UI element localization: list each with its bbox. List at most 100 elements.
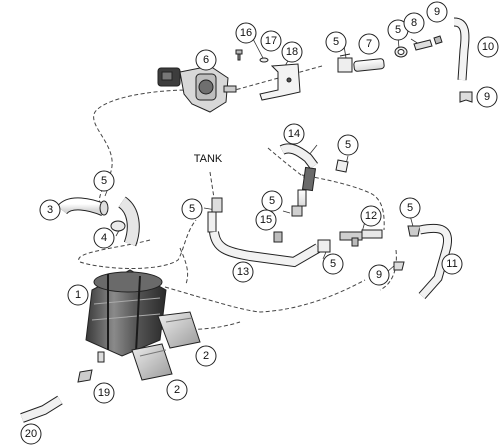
washer-17 xyxy=(259,57,269,63)
callout-number: 6 xyxy=(203,54,209,66)
callout-number: 15 xyxy=(260,214,272,226)
callout-number: 8 xyxy=(411,17,417,29)
canister-to-right-line xyxy=(164,279,366,313)
callout-number: 3 xyxy=(47,204,53,216)
callout-circle xyxy=(360,205,382,227)
callout-number: 19 xyxy=(98,387,110,399)
hose-14 xyxy=(279,143,318,169)
t-piece-12 xyxy=(339,229,383,247)
callout-circle xyxy=(477,36,499,58)
callout-number: 5 xyxy=(345,139,351,151)
callout-2-c2b: 2 xyxy=(166,379,188,401)
callout-number: 5 xyxy=(407,202,413,214)
callout-circle xyxy=(441,253,463,275)
callout-number: 12 xyxy=(365,210,377,222)
callout-15-c15: 15 xyxy=(255,209,277,231)
leader-17 xyxy=(251,36,264,59)
callout-10-c10: 10 xyxy=(477,36,499,58)
callout-9-c9b: 9 xyxy=(476,86,498,108)
hose-10 xyxy=(453,17,470,81)
valve-connector-socket xyxy=(161,71,173,81)
bracket-18 xyxy=(259,63,301,101)
clamp-5c xyxy=(335,159,349,173)
callout-5-c5d: 5 xyxy=(93,170,115,192)
clamp-5h xyxy=(317,239,331,253)
callout-5-c5f: 5 xyxy=(261,190,283,212)
callout-number: 5 xyxy=(189,203,195,215)
callout-number: 2 xyxy=(203,350,209,362)
callout-circle xyxy=(337,134,359,156)
callout-number: 5 xyxy=(269,195,275,207)
callout-19-c19: 19 xyxy=(93,382,115,404)
hose-7 xyxy=(353,58,385,72)
callout-11-c11: 11 xyxy=(441,253,463,275)
callout-12-c12: 12 xyxy=(360,205,382,227)
callout-18-c18: 18 xyxy=(281,41,303,63)
callout-5-c5h: 5 xyxy=(322,253,344,275)
callout-number: 17 xyxy=(265,35,277,47)
callout-number: 7 xyxy=(366,38,372,50)
callout-5-c5c: 5 xyxy=(337,134,359,156)
clamp-5b xyxy=(394,46,408,58)
callout-circle xyxy=(93,382,115,404)
valve-to-tube-line xyxy=(234,65,323,91)
canister-1 xyxy=(85,269,167,357)
hose-20 xyxy=(20,395,63,423)
clip-9a xyxy=(433,35,443,45)
callout-number: 5 xyxy=(330,258,336,270)
callout-9-c9c: 9 xyxy=(368,264,390,286)
callout-circle xyxy=(195,49,217,71)
callout-circle xyxy=(325,31,347,53)
hose-13 xyxy=(209,231,321,268)
callout-circle xyxy=(67,284,89,306)
hose-3-vertical xyxy=(117,196,140,247)
callout-number: 13 xyxy=(237,266,249,278)
callout-circle xyxy=(255,209,277,231)
clip-9c xyxy=(393,261,405,271)
callout-number: 5 xyxy=(333,36,339,48)
callout-16-c16: 16 xyxy=(235,22,257,44)
left-loop-line xyxy=(78,219,197,269)
callout-circle xyxy=(399,197,421,219)
callout-circle xyxy=(166,379,188,401)
callout-circle xyxy=(426,1,448,23)
clamp-5a xyxy=(337,53,353,73)
canister-top-line xyxy=(179,247,189,285)
callout-circle xyxy=(235,22,257,44)
valve-15-assembly xyxy=(273,166,317,243)
callout-5-c5e: 5 xyxy=(181,198,203,220)
callout-number: 9 xyxy=(376,269,382,281)
callout-circle xyxy=(358,33,380,55)
callout-circle xyxy=(322,253,344,275)
rubber-pad-lower xyxy=(131,343,173,381)
canister-top xyxy=(93,271,163,293)
leader-5h xyxy=(322,251,327,260)
callout-circle xyxy=(283,123,305,145)
callout-7-c7: 7 xyxy=(358,33,380,55)
callout-number: 9 xyxy=(484,91,490,103)
valve-solenoid xyxy=(198,79,214,95)
callout-number: 18 xyxy=(286,46,298,58)
fitting-4 xyxy=(110,220,126,232)
callout-circle xyxy=(20,423,42,445)
callout-circle xyxy=(93,170,115,192)
callout-8-c8: 8 xyxy=(403,12,425,34)
fitting-8 xyxy=(413,39,433,51)
callout-circle xyxy=(93,227,115,249)
callout-5-c5g: 5 xyxy=(399,197,421,219)
callout-circle xyxy=(232,261,254,283)
callout-3-c3: 3 xyxy=(39,199,61,221)
rubber-pad-upper xyxy=(157,311,201,349)
callout-circle xyxy=(181,198,203,220)
leader-5f xyxy=(282,210,291,214)
callout-number: 20 xyxy=(25,428,37,440)
hose-11-line xyxy=(379,249,397,291)
callout-number: 2 xyxy=(174,384,180,396)
callout-4-c4: 4 xyxy=(93,227,115,249)
hose-11 xyxy=(418,223,452,299)
callout-9-c9a: 9 xyxy=(426,1,448,23)
callout-number: 14 xyxy=(288,128,300,140)
